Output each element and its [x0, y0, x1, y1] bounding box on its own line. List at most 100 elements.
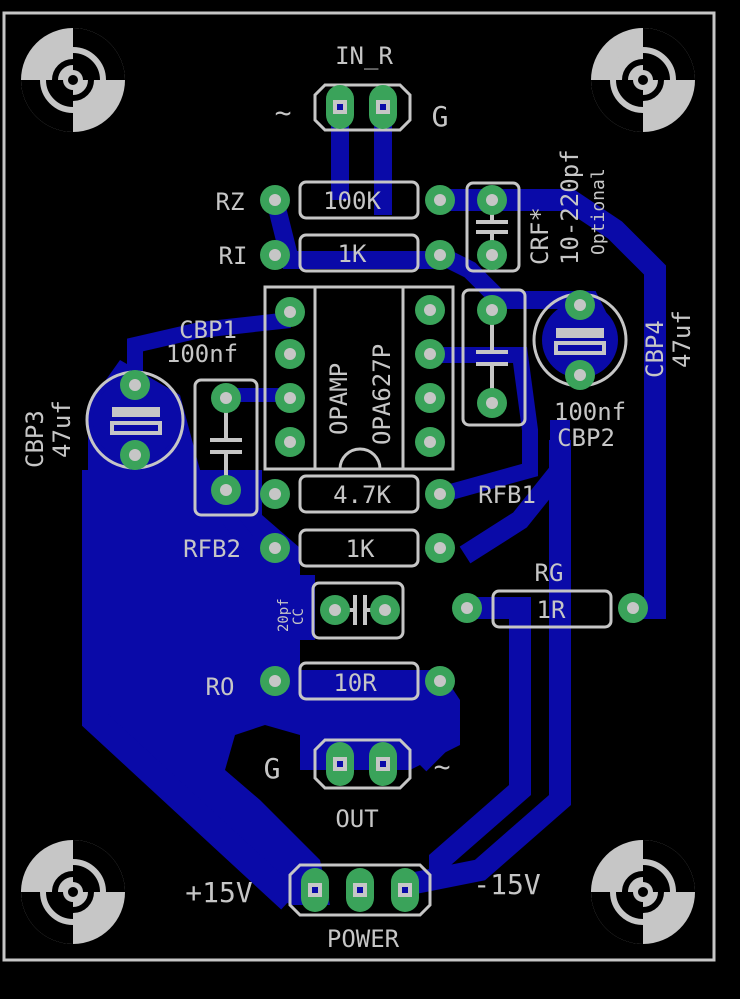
out-header-label: OUT [335, 805, 378, 833]
rfb1-ref: RFB1 [478, 481, 536, 509]
cbp4-pad-2-drill [574, 369, 586, 381]
trace-neg-rail [402, 440, 571, 896]
crf-pad-2-drill [486, 249, 498, 261]
neg-rail-label: -15V [473, 868, 541, 901]
cbp3-ref: CBP3 [21, 410, 49, 468]
ic-body [263, 285, 455, 471]
cbp2-body [461, 288, 527, 427]
rz-body [298, 180, 420, 220]
cbp4-value: 47uf [668, 310, 696, 368]
ri-ref: RI [219, 242, 248, 270]
cbp2-ref: CBP2 [557, 424, 615, 452]
ic-pin-2-drill [284, 348, 296, 360]
cbp2-pad-2-drill [486, 397, 498, 409]
in-ground-symbol: G [432, 100, 449, 133]
ground-trace-left [82, 470, 299, 910]
cc-body [311, 581, 405, 640]
cbp3-value: 47uf [48, 400, 76, 458]
rfb1-value: 4.7K [333, 481, 391, 509]
component-outlines [85, 83, 628, 917]
ri-pad-1-drill [269, 249, 281, 261]
trace-crf-top [440, 189, 666, 619]
cbp2-pad-1-drill [486, 304, 498, 316]
in-header-outline [313, 83, 412, 132]
cbp3-pad-2-drill [129, 449, 141, 461]
ic-part: OPA627P [368, 344, 396, 445]
crf-body [465, 181, 521, 273]
cbp4-pad-area [542, 302, 618, 378]
cbp1-ref: CBP1 [179, 316, 237, 344]
cbp3-pad-area [93, 378, 177, 462]
rfb2-pad-2-drill [434, 542, 446, 554]
pads [120, 85, 648, 912]
board-outline [2, 11, 716, 962]
rz-ref: RZ [216, 188, 245, 216]
out-pin-2-hole [380, 761, 386, 767]
ro-value: 10R [333, 669, 377, 697]
cbp3-pad-1-drill [129, 379, 141, 391]
cc-value: 20pf [276, 598, 292, 632]
trace-cbp3 [127, 312, 291, 380]
cc-pad-2-drill [379, 604, 391, 616]
ic-pin-4-drill [284, 436, 296, 448]
trace-rz-ri [266, 197, 440, 269]
rfb2-ref: RFB2 [183, 535, 241, 563]
mounting-holes [21, 28, 695, 944]
power-pin-3-hole [402, 887, 408, 893]
cbp1-body [193, 378, 259, 517]
cc-ref: CC [291, 608, 307, 625]
rfb2-value: 1K [346, 535, 375, 563]
ic-pin-5-drill [424, 436, 436, 448]
ro-body [298, 661, 420, 701]
mounting-hole-bl [21, 840, 125, 944]
rfb1-pad-1-drill [269, 488, 281, 500]
ic-pin-7-drill [424, 348, 436, 360]
cc-pad-1-drill [329, 604, 341, 616]
ro-ref: RO [206, 673, 235, 701]
ground-pour [88, 360, 460, 905]
rg-ref: RG [535, 559, 564, 587]
crf-pad-1-drill [486, 194, 498, 206]
rfb1-body [298, 474, 420, 514]
out-pin-1-hole [337, 761, 343, 767]
ic-pin-6-drill [424, 392, 436, 404]
ic-type: OPAMP [325, 363, 353, 435]
rg-pad-2-drill [627, 602, 639, 614]
crf-note: Optional [588, 168, 609, 255]
ro-pad-1-drill [269, 675, 281, 687]
ri-pad-2-drill [434, 249, 446, 261]
mounting-hole-tr [591, 28, 695, 132]
trace-rg-down [429, 597, 531, 885]
rz-value: 100K [323, 187, 381, 215]
out-signal-symbol: ~ [434, 750, 451, 783]
trace-ro-out [413, 680, 449, 772]
power-pin-1-hole [312, 887, 318, 893]
trace-ic-right [430, 347, 538, 503]
rfb2-body [298, 528, 420, 568]
crf-value: 10-220pf [556, 149, 584, 265]
in-pin-1-hole [337, 104, 343, 110]
cbp1-value: 100nf [166, 340, 238, 368]
mounting-hole-tl [21, 28, 125, 132]
power-pin-2-hole [357, 887, 363, 893]
in-signal-symbol: ~ [275, 96, 292, 129]
in-header-label: IN_R [335, 42, 393, 70]
ic-pin-1-drill [284, 306, 296, 318]
rz-pad-2-drill [434, 194, 446, 206]
rz-pad-1-drill [269, 194, 281, 206]
ri-body [298, 233, 420, 273]
rfb1-pad-2-drill [434, 488, 446, 500]
cbp1-pad-2-drill [220, 484, 232, 496]
cbp1-pad-1-drill [220, 392, 232, 404]
ic-pin-3-drill [284, 392, 296, 404]
ri-value: 1K [338, 240, 367, 268]
ro-pad-2-drill [434, 675, 446, 687]
cbp4-pad-1-drill [574, 299, 586, 311]
power-header-outline [288, 863, 432, 917]
ic-pin-8-drill [424, 304, 436, 316]
pos-rail-label: +15V [185, 876, 253, 909]
in-pin-2-hole [380, 104, 386, 110]
out-header-outline [313, 738, 412, 790]
rg-value: 1R [537, 596, 566, 624]
